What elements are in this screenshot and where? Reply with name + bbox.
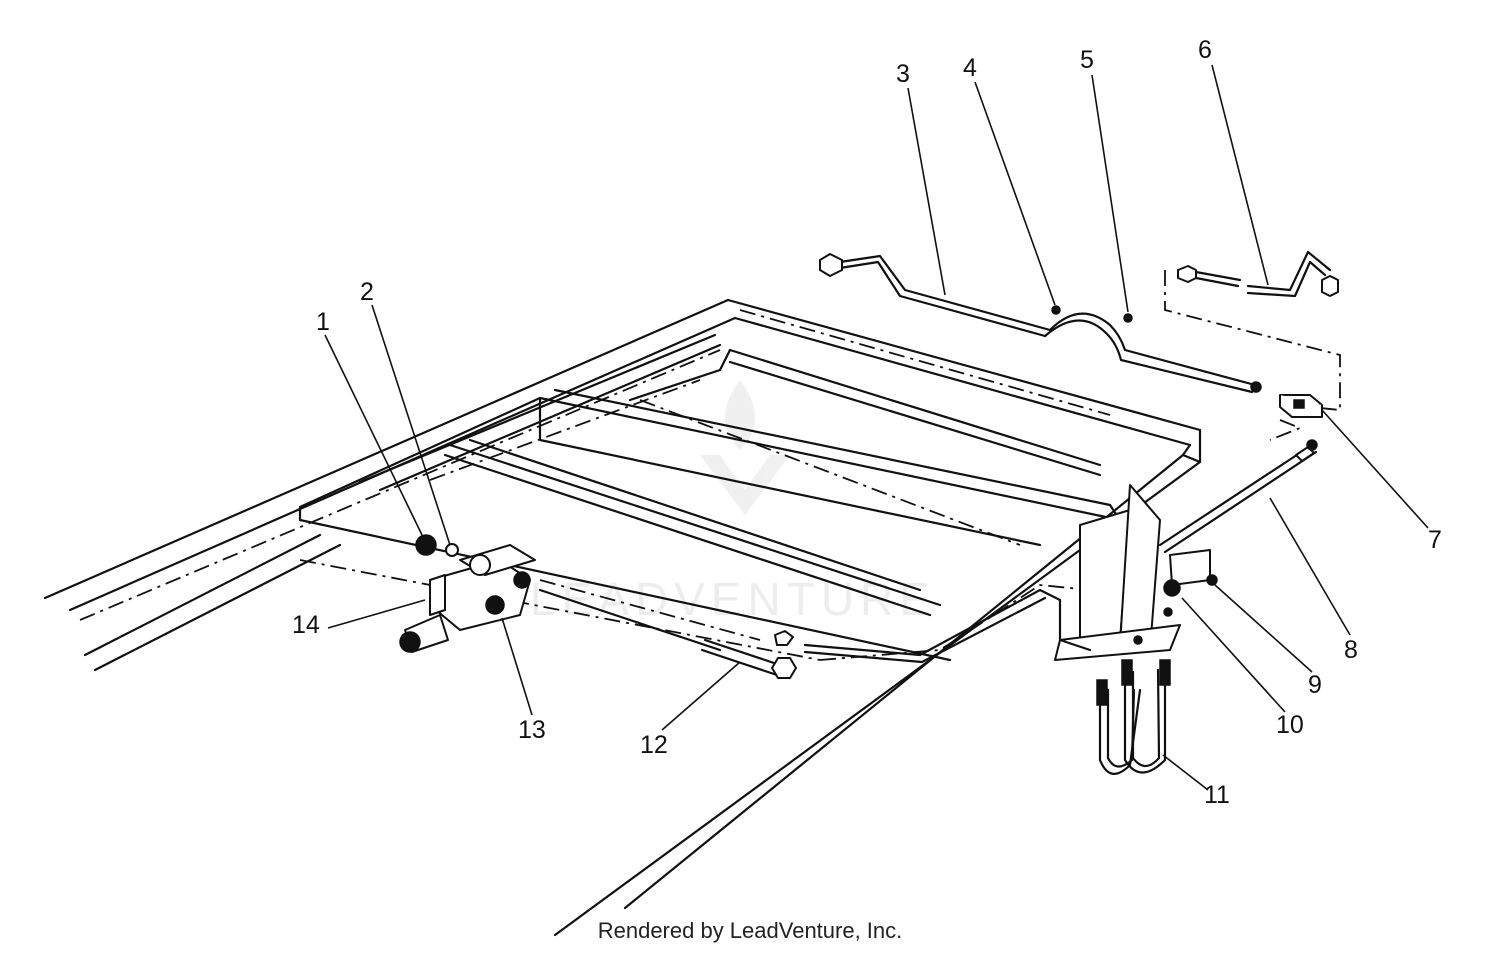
bolt-12 xyxy=(538,588,797,679)
clip-5 xyxy=(1123,313,1133,323)
nut-1 xyxy=(415,534,437,556)
callout-13: 13 xyxy=(518,716,546,744)
callout-14: 14 xyxy=(292,611,320,639)
credit-text: Rendered by LeadVenture, Inc. xyxy=(597,918,903,943)
watermark-text: LEADVENTURE xyxy=(530,573,936,625)
callout-6: 6 xyxy=(1198,36,1212,64)
rear-rod xyxy=(803,588,1092,664)
callout-5: 5 xyxy=(1080,46,1094,74)
pivot-bracket-7 xyxy=(1279,394,1323,418)
callout-10: 10 xyxy=(1276,711,1304,739)
callout-labels: 1 2 3 4 5 6 7 8 9 10 11 12 13 14 xyxy=(292,36,1442,809)
alignment-lines xyxy=(79,270,1341,661)
callout-7: 7 xyxy=(1428,526,1442,554)
spacer-14 xyxy=(399,614,449,653)
callout-2: 2 xyxy=(360,278,374,306)
tractor-frame xyxy=(43,298,1202,937)
u-bolts-11 xyxy=(1096,659,1171,775)
leader-lines xyxy=(324,64,1429,791)
brake-lever-assembly-13 xyxy=(429,544,536,631)
callout-12: 12 xyxy=(640,731,668,759)
callout-9: 9 xyxy=(1308,671,1322,699)
brake-rod-3 xyxy=(819,253,1262,394)
spring-clip-4 xyxy=(1051,305,1061,315)
callout-1: 1 xyxy=(316,308,330,336)
callout-3: 3 xyxy=(896,60,910,88)
callout-4: 4 xyxy=(963,54,977,82)
brake-rod-6 xyxy=(1177,250,1339,298)
brake-rod-8 xyxy=(1158,439,1318,554)
callout-8: 8 xyxy=(1344,636,1358,664)
axle-bracket xyxy=(1054,484,1218,661)
washer-2 xyxy=(445,543,459,557)
callout-11: 11 xyxy=(1204,781,1230,809)
